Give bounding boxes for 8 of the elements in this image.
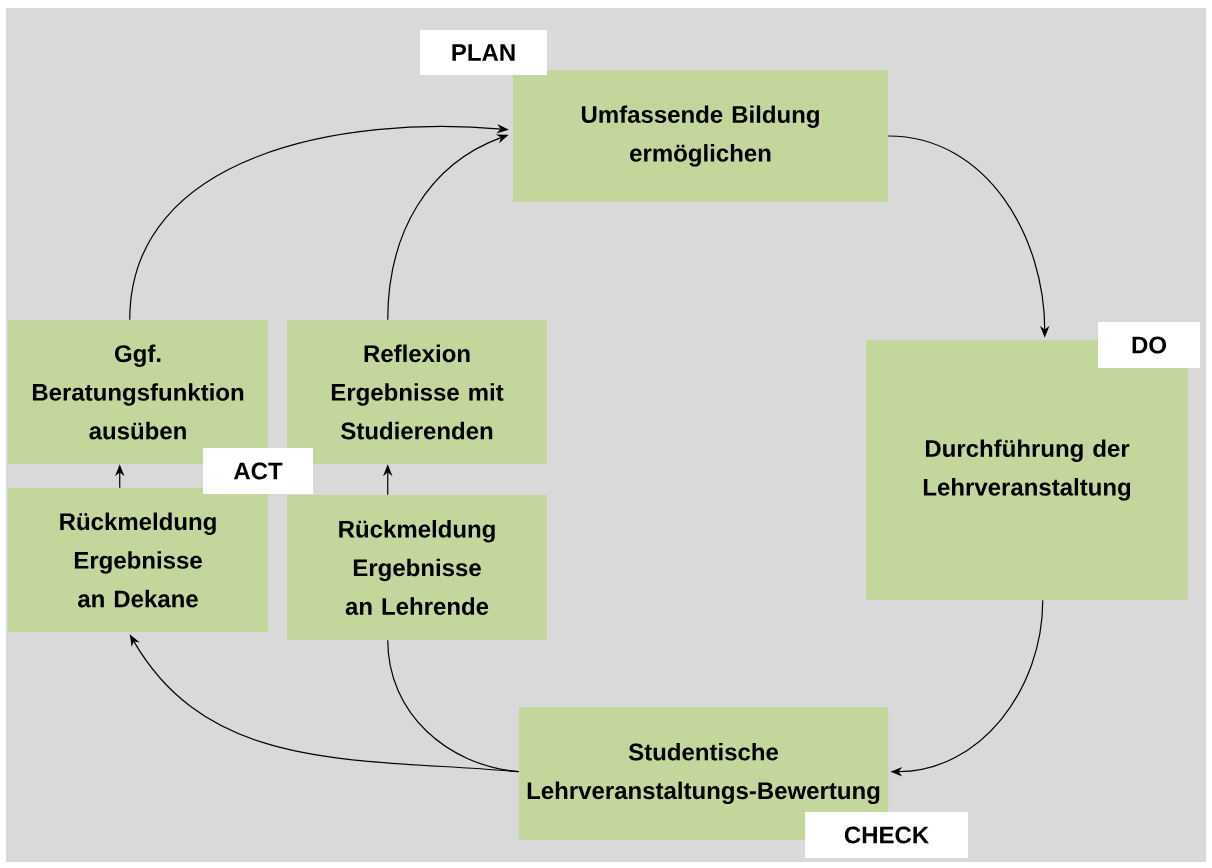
phase-label: CHECK	[805, 812, 968, 858]
phase-label: ACT	[203, 448, 313, 494]
phase-label: PLAN	[420, 29, 547, 76]
phase-label: DO	[1098, 322, 1200, 368]
process-box: Rückmeldung Ergebnisse an Dekane	[8, 488, 268, 632]
process-box: Reflexion Ergebnisse mit Studierenden	[287, 320, 547, 464]
process-box: Rückmeldung Ergebnisse an Lehrende	[287, 494, 547, 641]
process-box: Umfassende Bildung ermöglichen	[513, 70, 888, 202]
